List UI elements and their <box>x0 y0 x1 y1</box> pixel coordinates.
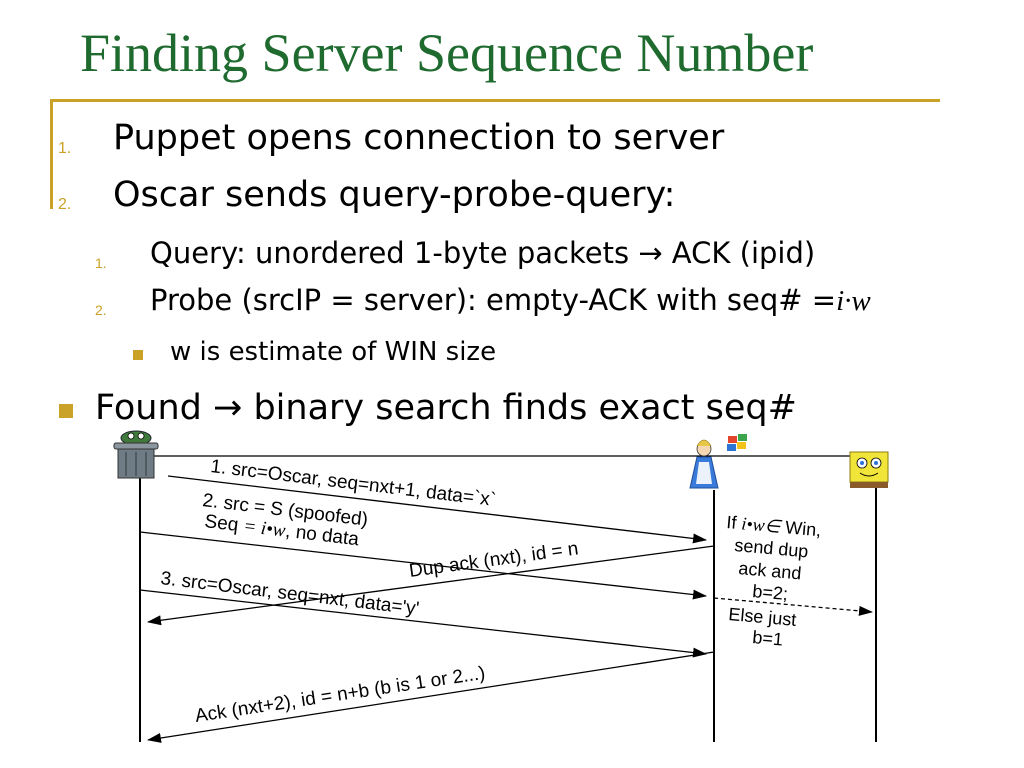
arrow-ack <box>147 651 715 743</box>
oscar-icon <box>113 430 159 479</box>
arrow-msg3 <box>139 589 707 658</box>
note-line: ack and <box>738 558 803 583</box>
sub-list-item: Probe (srcIP = server): empty-ACK with s… <box>150 283 871 318</box>
square-bullet-icon <box>59 404 73 418</box>
title-rule-horizontal <box>50 99 940 102</box>
found-item: Found → binary search finds exact seq# <box>95 388 797 428</box>
puppet-icon <box>689 434 747 489</box>
arrow-dup-dashed <box>713 597 873 616</box>
sub-sub-item: w is estimate of WIN size <box>170 337 497 367</box>
math-expression: i•w∈ <box>741 513 784 537</box>
arrow-dup-ack <box>147 545 715 626</box>
server-icon <box>849 451 889 488</box>
item-number: 1. <box>58 140 72 157</box>
note-text: If <box>726 512 743 533</box>
note-line: b=2; <box>752 581 789 604</box>
arrow-msg2 <box>139 531 707 600</box>
note-line: Else just <box>728 604 798 630</box>
subitem-number: 1. <box>95 255 107 271</box>
subitem-number: 2. <box>95 302 107 318</box>
note-line: If i•w∈ Win, <box>726 512 822 540</box>
right-arrow-icon: → <box>213 388 243 428</box>
list-item: Puppet opens connection to server <box>113 118 725 158</box>
square-bullet-icon <box>133 350 143 360</box>
ack-label: Ack (nxt+2), id = n+b (b is 1 or 2...) <box>194 663 487 727</box>
found-text: binary search finds exact seq# <box>242 388 797 428</box>
sub-list-item-text: Query: unordered 1-byte packets <box>150 236 639 270</box>
arrow-msg1 <box>167 475 707 544</box>
msg3-label: 3. src=Oscar, seq=nxt, data='y' <box>159 568 420 620</box>
page-title: Finding Server Sequence Number <box>80 23 814 83</box>
right-arrow-icon: → <box>638 236 663 270</box>
sub-list-item: Query: unordered 1-byte packets → ACK (i… <box>150 236 815 270</box>
math-expression: = i•w <box>242 516 287 542</box>
math-expression: i·w <box>836 285 871 317</box>
item-number: 2. <box>58 196 72 213</box>
found-text: Found <box>95 388 214 428</box>
sub-list-item-text: ACK (ipid) <box>662 236 816 270</box>
title-rule-vertical <box>50 99 53 209</box>
msg2-seq-text: Seq <box>203 511 244 536</box>
note-line: send dup <box>734 535 810 561</box>
list-item: Oscar sends query-probe-query: <box>113 175 676 215</box>
note-line: b=1 <box>752 627 784 650</box>
sub-list-item-text: Probe (srcIP = server): empty-ACK with s… <box>150 283 837 317</box>
note-text: Win, <box>779 517 822 540</box>
